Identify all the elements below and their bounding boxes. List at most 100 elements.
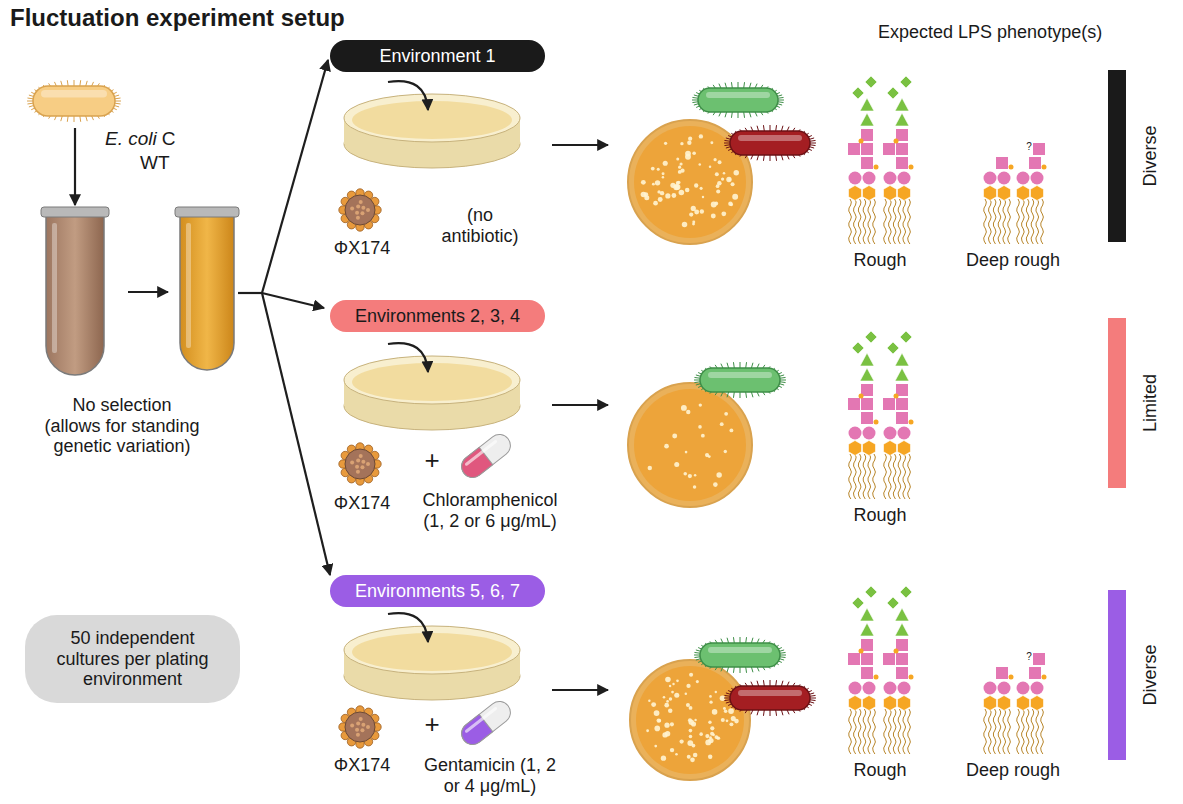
- colony: [689, 706, 693, 710]
- kdo-circle: [863, 172, 876, 185]
- fatty-acid-chain: [898, 709, 901, 754]
- fatty-acid-chain: [888, 199, 891, 244]
- antibiotic-label: Chloramphenicol (1, 2 or 6 μg/mL): [419, 490, 561, 531]
- outcome-bar: Diverse: [1108, 70, 1126, 242]
- fatty-acid-chain: [863, 709, 866, 754]
- colony: [654, 745, 657, 748]
- colony: [672, 433, 677, 438]
- colony: [664, 723, 669, 728]
- colony: [709, 165, 711, 167]
- fatty-acid-chain: [1031, 709, 1034, 754]
- colony: [734, 719, 739, 724]
- sugar-triangle: [895, 98, 909, 111]
- phosphate-dot: [894, 649, 899, 654]
- sugar-square: [896, 157, 908, 169]
- phenotype-label: Deep rough: [966, 250, 1060, 271]
- kdo-circle: [898, 682, 911, 695]
- colony: [694, 474, 697, 477]
- tube-rim: [175, 207, 239, 217]
- bacterium-pilus: [763, 710, 765, 716]
- colony: [662, 176, 664, 178]
- sugar-diamond: [900, 76, 912, 88]
- bacterium-pilus: [770, 125, 771, 131]
- bacterium-pilus: [778, 100, 784, 101]
- sugar-square: [896, 143, 908, 155]
- lps-structure: [848, 331, 879, 499]
- sugar-square: [896, 667, 908, 679]
- colony: [687, 141, 691, 145]
- colony: [663, 161, 668, 166]
- colony: [678, 166, 681, 169]
- sugar-square: [896, 412, 908, 424]
- sugar-square: [1033, 653, 1045, 665]
- colony: [664, 444, 669, 449]
- step-note: No selection (allows for standing geneti…: [42, 395, 202, 457]
- fatty-acid-chain: [849, 709, 852, 754]
- fatty-acid-chain: [908, 454, 911, 499]
- fatty-acid-chain: [1008, 709, 1011, 754]
- bacterium-pilus: [27, 101, 33, 102]
- kdo-circle: [898, 427, 911, 440]
- fatty-acid-chain: [984, 709, 987, 754]
- node-text: Environment 1: [379, 46, 495, 67]
- lipid-a-hexagon: [849, 696, 862, 711]
- colony: [646, 729, 649, 732]
- bacterium-pilus: [733, 637, 735, 643]
- bacterium-pilus: [770, 680, 771, 686]
- colony: [671, 691, 674, 694]
- lipid-a-hexagon: [984, 696, 997, 711]
- capsule-shine: [464, 706, 497, 733]
- phage-label: ΦX174: [334, 493, 390, 514]
- colony: [693, 753, 698, 758]
- colony: [690, 758, 695, 763]
- colony: [710, 141, 713, 144]
- colony: [691, 206, 696, 211]
- sugar-diamond: [852, 342, 864, 354]
- lipid-a-hexagon: [898, 441, 911, 456]
- phage-dot: [361, 723, 365, 727]
- sugar-triangle: [895, 113, 909, 126]
- colony: [665, 677, 671, 683]
- colony: [675, 184, 681, 190]
- colony: [648, 466, 652, 470]
- phage-dot: [356, 204, 360, 208]
- sugar-square: [861, 384, 873, 396]
- sugar-triangle: [895, 608, 909, 621]
- fatty-acid-chain: [998, 709, 1001, 754]
- fatty-acid-chain: [1003, 709, 1006, 754]
- colony: [699, 134, 703, 138]
- fatty-acid-chain: [853, 709, 856, 754]
- petri-dish: [344, 81, 520, 168]
- fatty-acid-chain: [988, 199, 991, 244]
- culture-tube: [41, 207, 109, 375]
- flow-arrow: [74, 128, 76, 205]
- colony: [689, 729, 693, 733]
- sugar-square: [1033, 143, 1045, 155]
- fatty-acid-chain: [853, 454, 856, 499]
- phosphate-dot: [859, 139, 864, 144]
- lipid-a-hexagon: [998, 696, 1011, 711]
- bacterium-pilus: [694, 380, 700, 381]
- lipid-a-hexagon: [898, 696, 911, 711]
- colony: [712, 709, 718, 715]
- capsule-shell: [457, 697, 515, 749]
- colony: [728, 178, 731, 181]
- phage-label: ΦX174: [334, 238, 390, 259]
- bacterium-highlight: [706, 92, 770, 98]
- bacterium-pilus: [763, 125, 765, 131]
- phage-dot: [366, 208, 370, 212]
- bacterium-pilus: [733, 392, 735, 398]
- outcome-label: Limited: [1140, 374, 1161, 432]
- bacterium-pilus: [115, 101, 121, 102]
- lps-structure: [1017, 143, 1047, 244]
- phosphate-dot: [874, 165, 879, 170]
- bacterium-pilus: [724, 698, 730, 699]
- plus-sign: +: [424, 446, 439, 476]
- node-text: Environments 5, 6, 7: [355, 581, 520, 602]
- colony: [648, 700, 650, 702]
- colony: [733, 170, 738, 175]
- antibiotic-capsule: [457, 430, 515, 482]
- bacterium-pilus: [775, 155, 777, 161]
- node-text: Environments 2, 3, 4: [355, 306, 520, 327]
- plate-agar: [634, 126, 746, 238]
